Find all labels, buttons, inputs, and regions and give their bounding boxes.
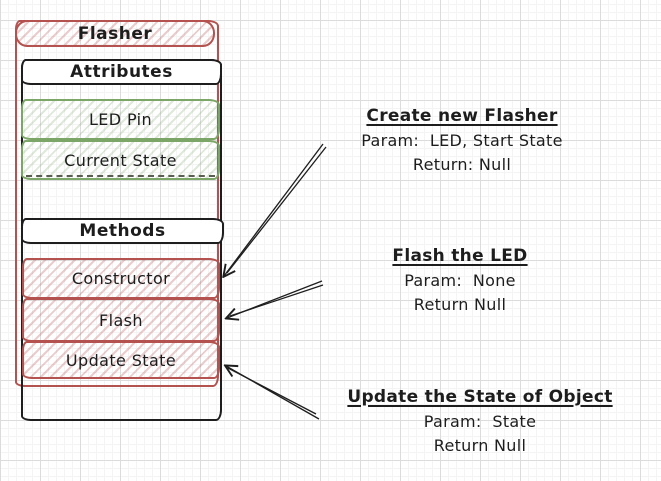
class-title-label: Flasher <box>77 23 153 44</box>
method-constructor[interactable]: Constructor <box>22 258 220 299</box>
attributes-header-label: Attributes <box>70 62 173 82</box>
method-update-state-label: Update State <box>65 350 177 370</box>
annotation-flash-the-led[interactable]: Flash the LED Param: None Return Null <box>360 243 560 317</box>
method-flash[interactable]: Flash <box>22 298 220 342</box>
methods-header[interactable]: Methods <box>21 218 224 244</box>
annotation-title: Flash the LED <box>392 246 528 266</box>
arrow-to-update-state[interactable] <box>226 366 320 420</box>
attribute-led-pin[interactable]: LED Pin <box>21 99 220 140</box>
annotation-update-state-of-object[interactable]: Update the State of Object Param: State … <box>346 384 614 458</box>
attribute-led-pin-label: LED Pin <box>88 110 153 129</box>
class-title-box[interactable]: Flasher <box>15 20 215 47</box>
annotation-return: Return: Null <box>412 155 512 174</box>
annotation-create-new-flasher[interactable]: Create new Flasher Param: LED, Start Sta… <box>332 103 592 177</box>
annotation-title: Create new Flasher <box>366 106 558 126</box>
annotation-return: Return Null <box>413 295 507 314</box>
arrow-to-flash[interactable] <box>227 280 324 318</box>
attribute-current-state-label: Current State <box>64 150 177 170</box>
attributes-header[interactable]: Attributes <box>21 59 222 85</box>
annotation-param: Param: None <box>404 271 516 290</box>
annotation-title: Update the State of Object <box>347 387 613 407</box>
attribute-current-state[interactable]: Current State <box>21 140 220 180</box>
annotation-param: Param: LED, Start State <box>361 131 563 150</box>
methods-header-label: Methods <box>79 221 166 241</box>
annotation-return: Return Null <box>433 436 527 455</box>
method-constructor-label: Constructor <box>71 269 171 288</box>
dashed-divider <box>26 175 215 177</box>
arrow-to-constructor[interactable] <box>224 143 327 276</box>
method-flash-label: Flash <box>99 310 143 330</box>
method-update-state[interactable]: Update State <box>22 341 220 379</box>
annotation-param: Param: State <box>423 412 537 431</box>
